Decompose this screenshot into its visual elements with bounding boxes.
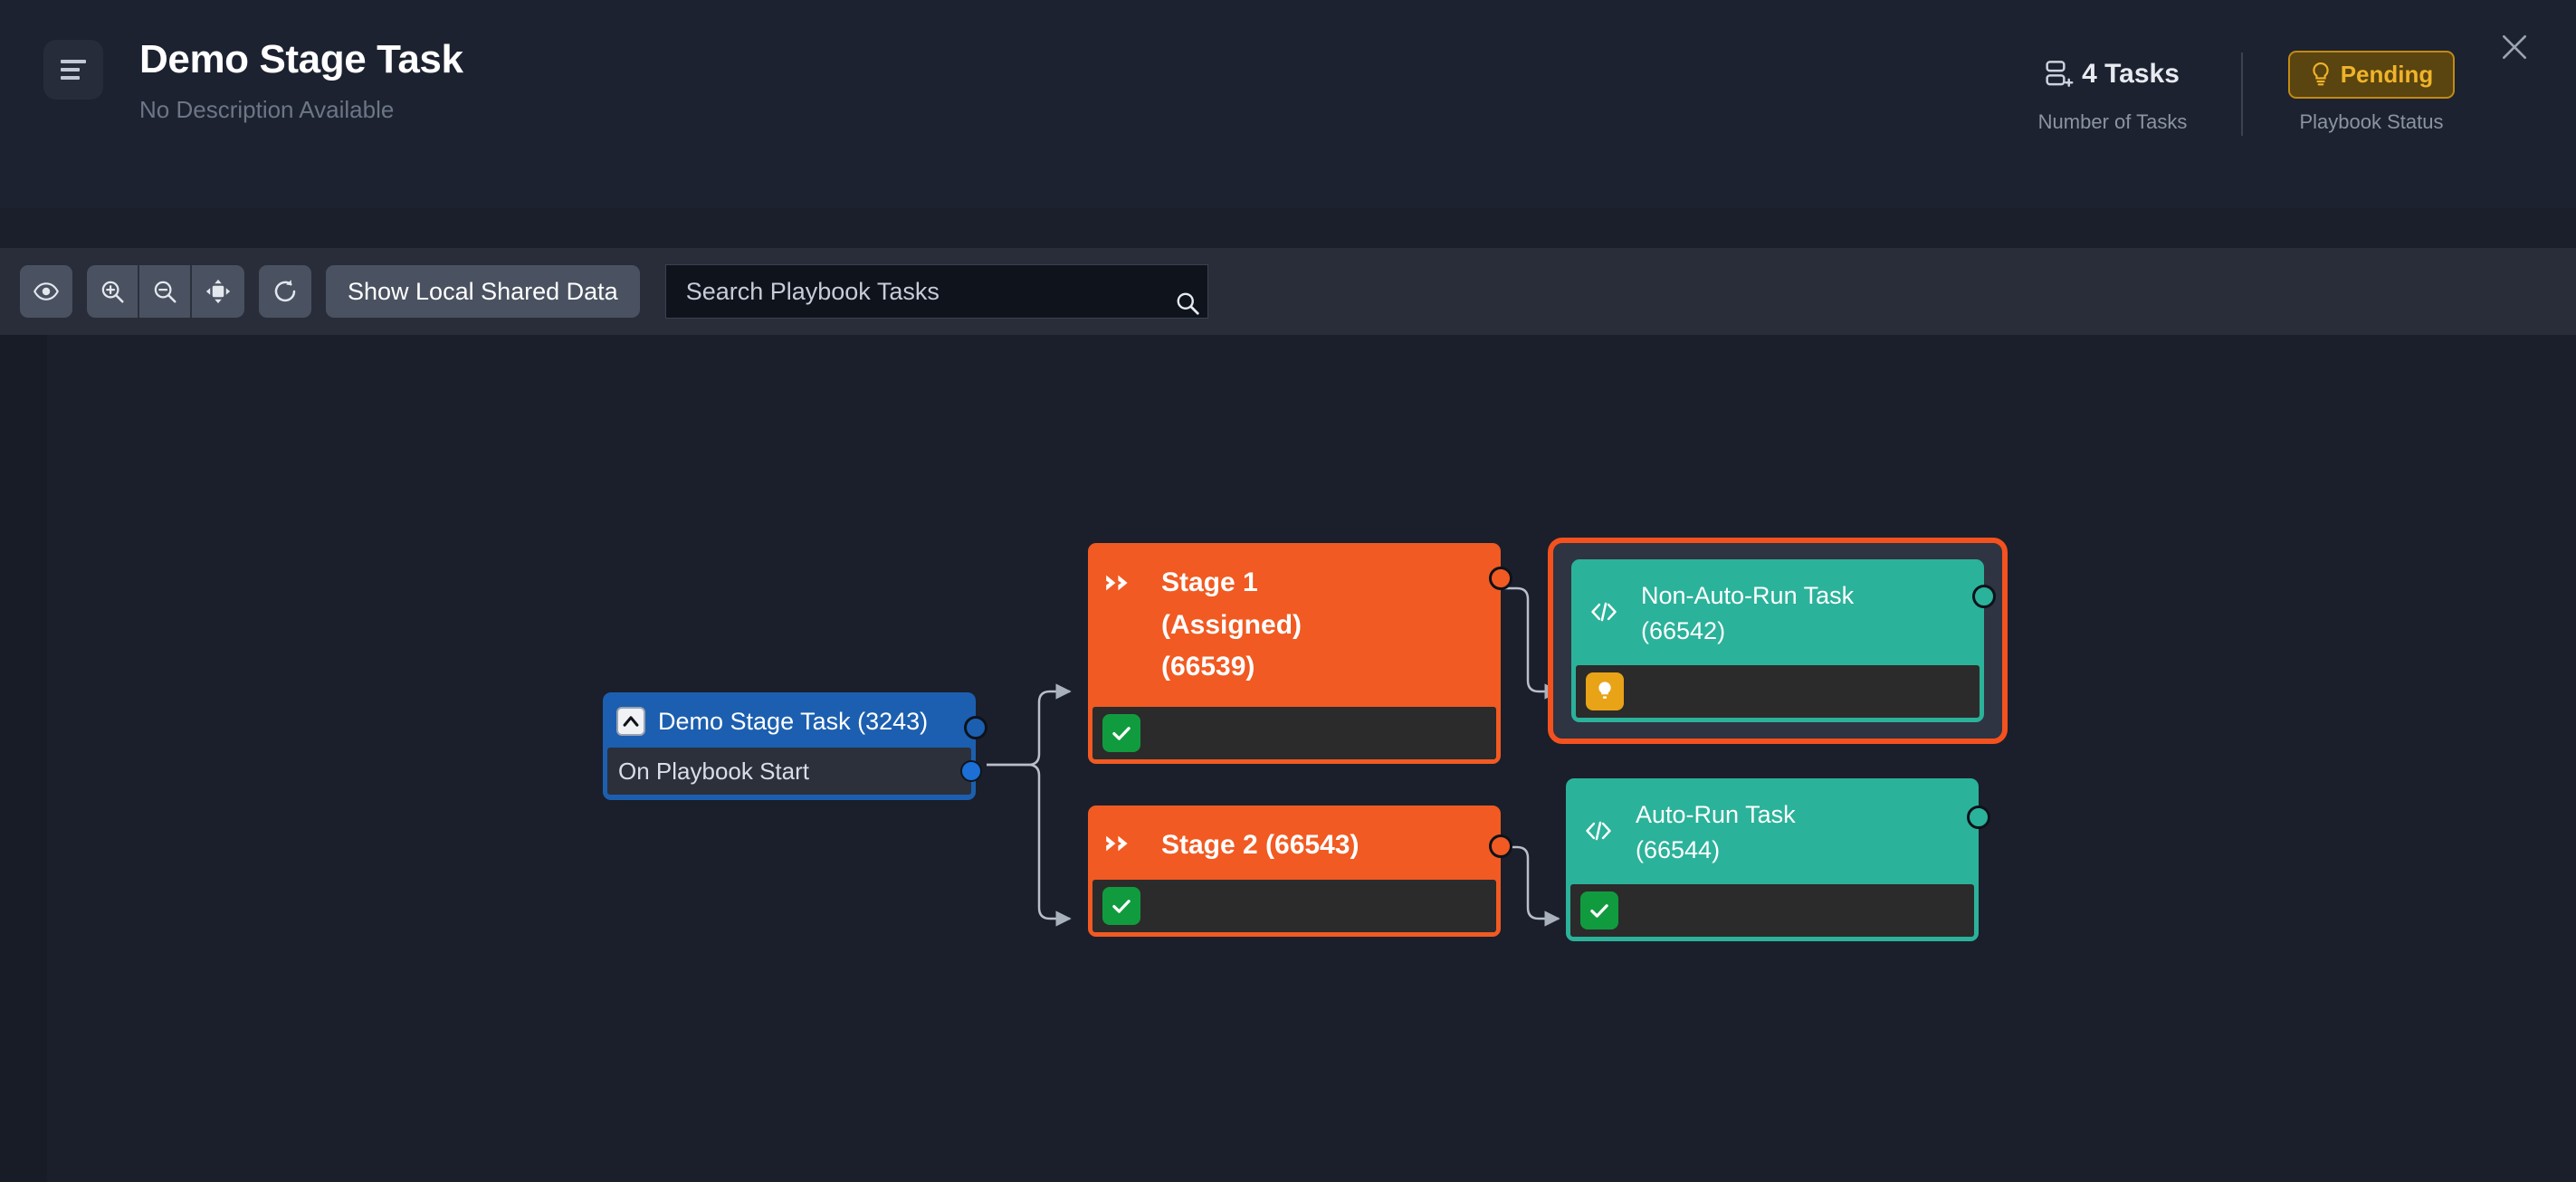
tasks-count: 4 Tasks — [2082, 59, 2180, 89]
search-container — [664, 259, 1208, 324]
zoom-in-button[interactable] — [87, 265, 139, 318]
refresh-button[interactable] — [259, 265, 311, 318]
graph-toolbar: Show Local Shared Data — [0, 248, 2576, 335]
trigger-row-label: On Playbook Start — [618, 757, 809, 785]
task2-title: Auto-Run Task (66544) — [1636, 797, 1796, 868]
title-block: Demo Stage Task No Description Available — [139, 40, 463, 124]
graph-canvas[interactable]: Demo Stage Task (3243) On Playbook Start… — [0, 335, 2576, 1182]
chevron-up-icon — [616, 707, 645, 736]
task2-title-line2: (66544) — [1636, 836, 1721, 864]
status-badge[interactable]: Pending — [2287, 50, 2456, 99]
lightbulb-icon — [2313, 62, 2329, 86]
status-value-row: Pending — [2287, 49, 2456, 100]
task2-output-port[interactable] — [1967, 805, 1990, 829]
task1-body — [1576, 665, 1980, 719]
check-icon — [1590, 904, 1608, 918]
stage1-header: Stage 1 (Assigned) (66539) — [1092, 548, 1496, 707]
show-local-shared-data-button[interactable]: Show Local Shared Data — [326, 265, 640, 318]
task1-title-line2: (66542) — [1641, 617, 1726, 645]
header-stats: 4 Tasks Number of Tasks Pending Playbook… — [2004, 49, 2480, 136]
node-trigger-demo-stage-task[interactable]: Demo Stage Task (3243) On Playbook Start — [603, 692, 987, 800]
tasks-label: Number of Tasks — [2037, 110, 2188, 133]
page-header: Demo Stage Task No Description Available… — [0, 0, 2576, 208]
fit-screen-icon — [205, 279, 231, 304]
stat-playbook-status: Pending Playbook Status — [2263, 49, 2480, 134]
canvas-left-rail — [0, 335, 47, 1182]
task1-title-line1: Non-Auto-Run Task — [1641, 582, 1855, 609]
search-input[interactable] — [664, 264, 1208, 319]
double-chevron-right-icon — [1105, 834, 1138, 858]
status-label: Playbook Status — [2299, 110, 2444, 133]
eye-icon — [33, 282, 59, 300]
task1-output-port[interactable] — [1972, 585, 1996, 608]
edge-trigger-stage2 — [987, 763, 1072, 927]
stage1-body — [1092, 706, 1496, 759]
close-icon — [2503, 35, 2526, 59]
zoom-out-icon — [154, 281, 177, 303]
stage2-title: Stage 2 (66543) — [1161, 825, 1359, 867]
stage1-title: Stage 1 (Assigned) (66539) — [1161, 562, 1302, 689]
check-icon — [1112, 899, 1131, 913]
trigger-output-port[interactable] — [960, 760, 982, 782]
node-auto-run-task[interactable]: Auto-Run Task (66544) — [1566, 778, 1990, 942]
edge-stage2-task2 — [1484, 845, 1560, 927]
double-chevron-right-icon — [1105, 573, 1138, 597]
stage2-body — [1092, 879, 1496, 932]
search-button[interactable] — [1174, 290, 1201, 321]
page-title: Demo Stage Task — [139, 37, 463, 81]
check-icon — [1112, 726, 1131, 740]
toggle-visibility-button[interactable] — [20, 265, 72, 318]
stage1-status-badge[interactable] — [1102, 713, 1140, 752]
trigger-node-row[interactable]: On Playbook Start — [607, 748, 982, 795]
stage2-status-badge[interactable] — [1102, 886, 1140, 925]
node-selection-wrapper-task1[interactable]: Non-Auto-Run Task (66542) — [1548, 538, 2008, 745]
node-stage-2[interactable]: Stage 2 (66543) — [1088, 805, 1512, 937]
close-button[interactable] — [2493, 25, 2536, 69]
task1-status-badge[interactable] — [1586, 672, 1624, 711]
stage2-output-port[interactable] — [1489, 834, 1512, 858]
stage1-title-line1: Stage 1 — [1161, 567, 1258, 597]
zoom-in-icon — [101, 281, 124, 303]
code-icon — [1589, 600, 1619, 628]
hamburger-icon — [61, 60, 86, 80]
stats-divider — [2241, 52, 2243, 136]
task2-title-line1: Auto-Run Task — [1636, 801, 1796, 828]
edge-stage1-task1 — [1484, 586, 1560, 700]
stat-number-of-tasks: 4 Tasks Number of Tasks — [2004, 49, 2221, 134]
menu-button[interactable] — [43, 40, 103, 100]
node-non-auto-run-task[interactable]: Non-Auto-Run Task (66542) — [1571, 559, 1996, 723]
zoom-out-button[interactable] — [139, 265, 192, 318]
edge-trigger-stage1 — [987, 683, 1072, 767]
task2-header: Auto-Run Task (66544) — [1570, 783, 1974, 884]
zoom-button-group — [87, 265, 244, 318]
task-list-add-icon — [2046, 61, 2074, 87]
status-badge-label: Pending — [2340, 60, 2434, 88]
stage2-title-line1: Stage 2 (66543) — [1161, 830, 1360, 860]
search-icon — [1177, 292, 1199, 315]
task1-header: Non-Auto-Run Task (66542) — [1576, 564, 1980, 665]
trigger-node-port[interactable] — [964, 716, 987, 739]
trigger-node-header: Demo Stage Task (3243) — [607, 697, 971, 748]
tasks-value-row: 4 Tasks — [2046, 49, 2180, 100]
fit-to-screen-button[interactable] — [192, 265, 244, 318]
stage1-output-port[interactable] — [1489, 567, 1512, 590]
task2-status-badge[interactable] — [1580, 891, 1618, 930]
trigger-node-title: Demo Stage Task (3243) — [658, 707, 929, 735]
stage1-title-line2: (Assigned) — [1161, 609, 1302, 640]
stage1-title-line3: (66539) — [1161, 652, 1255, 682]
graph-edges — [987, 586, 1560, 927]
node-stage-1[interactable]: Stage 1 (Assigned) (66539) — [1088, 543, 1512, 764]
page-subtitle: No Description Available — [139, 96, 395, 123]
task1-title: Non-Auto-Run Task (66542) — [1641, 578, 1854, 649]
header-left: Demo Stage Task No Description Available — [43, 40, 463, 124]
stage2-header: Stage 2 (66543) — [1092, 810, 1496, 880]
refresh-icon — [274, 280, 296, 302]
task2-body — [1570, 884, 1974, 938]
lightbulb-icon — [1598, 682, 1611, 700]
code-icon — [1583, 819, 1614, 847]
